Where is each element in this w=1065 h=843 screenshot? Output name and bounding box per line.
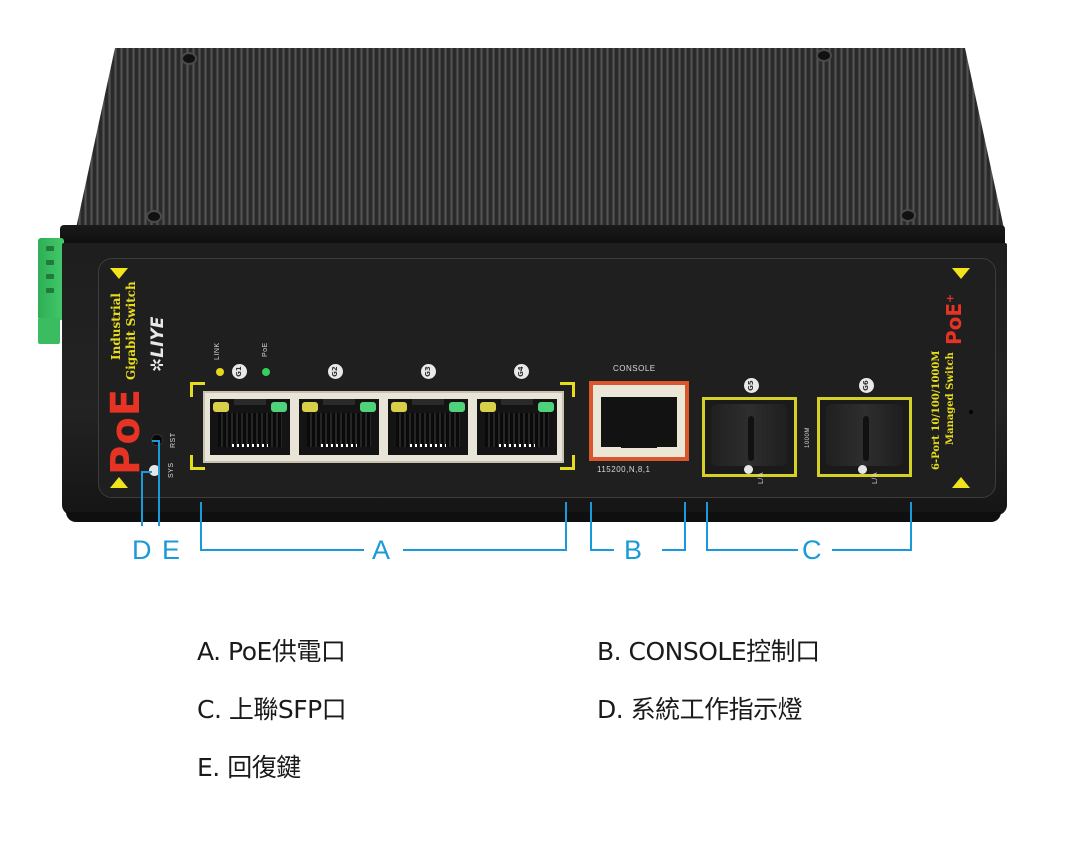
callout-letter-c: C: [802, 535, 822, 565]
sfp-g6-led-icon: [858, 465, 867, 474]
poe-led-label: PoE: [262, 342, 269, 357]
console-label: CONSOLE: [613, 364, 656, 373]
screw-icon: [818, 51, 830, 60]
port-badge-g6: G6: [859, 378, 874, 393]
chassis-lip: [60, 225, 1005, 247]
chassis-bottom-edge: [66, 512, 1001, 522]
sys-led-icon: [149, 465, 160, 476]
rj45-port-g1[interactable]: [210, 399, 290, 455]
liye-logo: ✲LIYE: [148, 317, 168, 372]
legend-item-a: A. PoE供電口: [197, 637, 346, 666]
sfp-g6-led-label: L/A: [872, 471, 879, 484]
callout-letter-d: D: [132, 535, 152, 565]
screw-icon: [183, 54, 195, 63]
switch-device-photo: PoE Industrial Gigabit Switch ✲LIYE SYS …: [38, 48, 1007, 522]
port-badge-g3: G3: [421, 364, 436, 379]
poe-led-icon: [449, 402, 465, 412]
sfp-port-g6[interactable]: [817, 397, 912, 477]
liye-logo-text: LIYE: [148, 316, 168, 358]
screw-icon: [902, 211, 914, 220]
triangle-marker-icon: [110, 268, 128, 279]
port-spec-label: 6-Port 10/100/1000M: [931, 350, 942, 470]
sfp-speed-label: 1000M: [805, 427, 811, 448]
legend-item-b: B. CONSOLE控制口: [597, 637, 820, 666]
callout-letter-e: E: [162, 535, 181, 565]
link-label: LINK: [214, 342, 221, 360]
poe-led-icon: [271, 402, 287, 412]
link-led-icon: [302, 402, 318, 412]
poe-legend-led-icon: [262, 368, 270, 376]
link-led-icon: [480, 402, 496, 412]
callout-letter-a: A: [372, 535, 391, 565]
callout-letter-b: B: [624, 535, 643, 565]
sfp-g5-led-label: L/A: [758, 471, 765, 484]
poe-port-group: [203, 391, 564, 463]
bracket-icon: [190, 455, 205, 470]
sfp-g5-led-icon: [744, 465, 753, 474]
triangle-marker-icon: [952, 268, 970, 279]
poe-plus-text: PoE: [942, 302, 966, 345]
sfp-port-g5[interactable]: [702, 397, 797, 477]
poe-led-icon: [538, 402, 554, 412]
rj45-port-g3[interactable]: [388, 399, 468, 455]
managed-switch-label: Managed Switch: [945, 352, 956, 445]
console-port[interactable]: [589, 381, 689, 461]
port-badge-g1: G1: [232, 364, 247, 379]
triangle-marker-icon: [110, 477, 128, 488]
port-badge-g5: G5: [744, 378, 759, 393]
console-setting-label: 115200,N,8,1: [597, 465, 651, 474]
indicator-hole-icon: [969, 410, 973, 414]
poe-brand-label: PoE: [103, 387, 149, 475]
bracket-icon: [560, 455, 575, 470]
screw-icon: [148, 212, 160, 221]
link-led-icon: [391, 402, 407, 412]
sys-label: SYS: [168, 462, 175, 478]
bracket-icon: [560, 382, 575, 397]
link-legend-led-icon: [216, 368, 224, 376]
legend-item-d: D. 系統工作指示燈: [597, 695, 803, 724]
link-led-icon: [213, 402, 229, 412]
port-badge-g2: G2: [328, 364, 343, 379]
heatsink-top: [75, 48, 1005, 233]
power-terminal-plug: [38, 318, 60, 344]
bracket-icon: [190, 382, 205, 397]
triangle-marker-icon: [952, 477, 970, 488]
power-terminal-block: [38, 238, 64, 320]
liye-logo-glyph-icon: ✲: [148, 357, 168, 372]
rst-label: RST: [170, 432, 177, 449]
poe-plus-sign: +: [943, 293, 957, 303]
poe-plus-label: PoE+: [942, 294, 966, 345]
rj45-port-g2[interactable]: [299, 399, 379, 455]
port-badge-g4: G4: [514, 364, 529, 379]
gigabit-switch-label: Gigabit Switch: [124, 281, 138, 380]
rj45-port-g4[interactable]: [477, 399, 557, 455]
legend-item-e: E. 回復鍵: [197, 753, 301, 782]
legend-item-c: C. 上聯SFP口: [197, 695, 347, 724]
industrial-label: Industrial: [109, 293, 123, 360]
poe-led-icon: [360, 402, 376, 412]
